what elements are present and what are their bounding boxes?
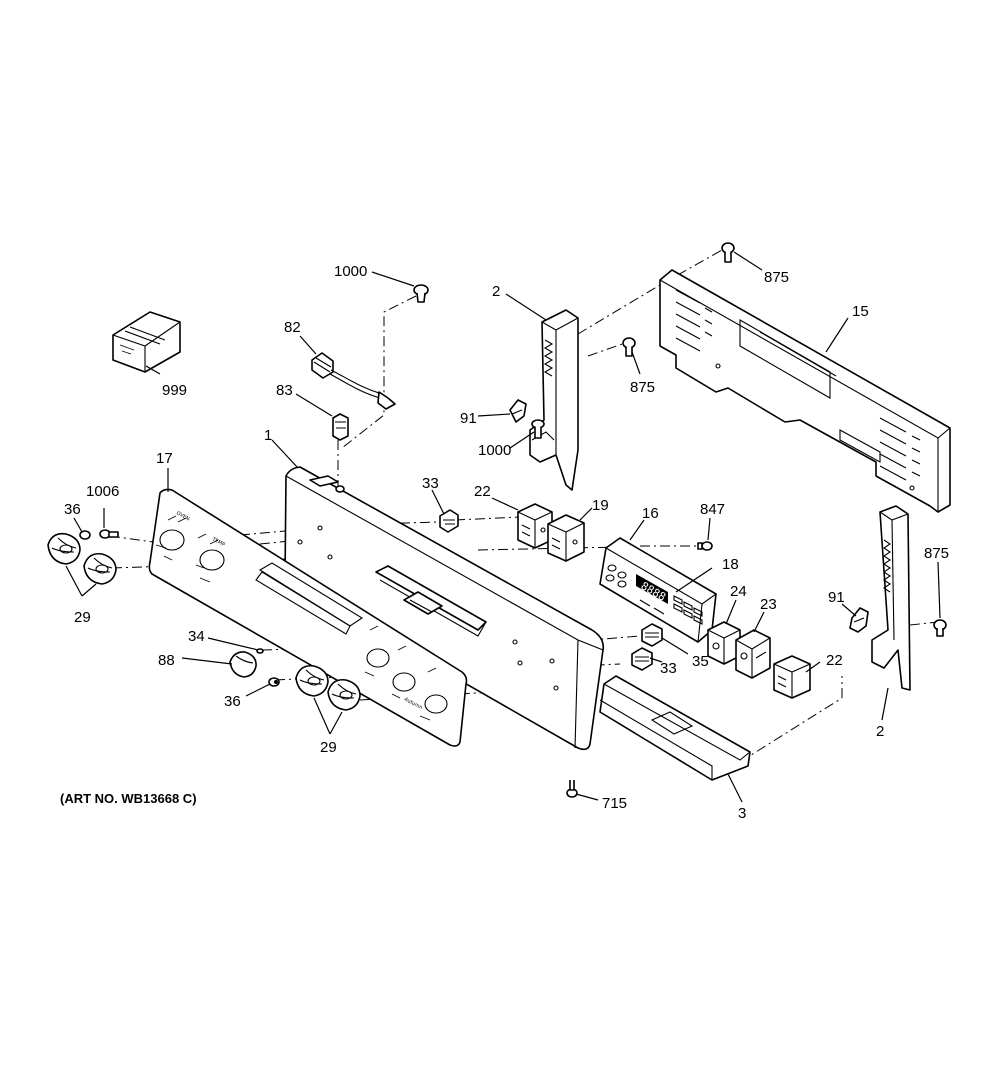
part-36-lower (268, 677, 280, 687)
callout-91-left: 91 (460, 410, 477, 427)
callout-35: 35 (692, 653, 709, 670)
back-plate-slots-left (675, 289, 713, 352)
callout-91-right: 91 (828, 589, 845, 606)
part-847-screw (697, 541, 713, 551)
part-33-switch-lower (631, 647, 653, 671)
part-33-switch-upper (439, 509, 459, 533)
callout-19: 19 (592, 497, 609, 514)
callout-999: 999 (162, 382, 187, 399)
callout-34: 34 (188, 628, 205, 645)
callout-29-upper: 29 (74, 609, 91, 626)
knob-29-lower-2 (327, 678, 361, 711)
art-number: (ART NO. WB13668 C) (60, 791, 197, 806)
part-83-clip (332, 413, 349, 441)
callout-1000-mid: 1000 (478, 442, 511, 459)
callout-24: 24 (730, 583, 747, 600)
part-875-screw-top (721, 242, 735, 263)
part-22-switch-upper (517, 503, 553, 549)
callout-2-left: 2 (492, 283, 500, 300)
part-35-switch (641, 623, 663, 647)
callout-875-mid: 875 (630, 379, 655, 396)
part-22-switch-lower (773, 655, 811, 699)
part-3-trim (599, 675, 751, 781)
part-875-screw-right (933, 619, 947, 637)
callout-83: 83 (276, 382, 293, 399)
control-keypad (605, 564, 703, 625)
part-91-clip-right (849, 607, 869, 633)
callout-17: 17 (156, 450, 173, 467)
part-23-switch (735, 629, 771, 679)
callout-22-upper: 22 (474, 483, 491, 500)
part-36-upper (79, 530, 91, 540)
callout-88: 88 (158, 652, 175, 669)
part-34-pin (256, 648, 264, 654)
callout-1006: 1006 (86, 483, 119, 500)
callout-36-lower: 36 (224, 693, 241, 710)
part-2-right-bracket (871, 505, 911, 691)
callout-847: 847 (700, 501, 725, 518)
part-1000-screw-mid (531, 419, 545, 439)
part-88-knob (229, 651, 257, 678)
part-875-screw-mid (622, 337, 636, 357)
knob-29-upper-1 (47, 532, 81, 565)
callout-29-lower: 29 (320, 739, 337, 756)
callout-875-top: 875 (764, 269, 789, 286)
back-plate-slots-right (879, 417, 921, 481)
callout-1000-top: 1000 (334, 263, 367, 280)
callout-1: 1 (264, 427, 272, 444)
callout-16: 16 (642, 505, 659, 522)
knobs-left-group (47, 529, 361, 711)
callout-2-right: 2 (876, 723, 884, 740)
callout-36-upper: 36 (64, 501, 81, 518)
callout-15: 15 (852, 303, 869, 320)
part-1000-screw-top (413, 284, 429, 303)
knob-29-upper-2 (83, 552, 117, 585)
part-82-wire-harness (311, 352, 396, 410)
part-16-electronic-control: 8888 (599, 537, 717, 643)
callout-33-lower: 33 (660, 660, 677, 677)
part-1006-screw (99, 529, 119, 539)
knob-dial-markings-left (159, 529, 448, 714)
callout-875-right: 875 (924, 545, 949, 562)
part-18-display (636, 574, 668, 604)
callout-18: 18 (722, 556, 739, 573)
knob-29-lower-1 (295, 664, 329, 697)
callout-23: 23 (760, 596, 777, 613)
part-17-control-panel: OVEN TEMP Autumn (148, 488, 468, 747)
callout-labels: 1000 82 83 999 1 2 91 1000 875 875 15 17… (64, 263, 949, 822)
callout-33-upper: 33 (422, 475, 439, 492)
part-715-screw (566, 780, 578, 798)
part-999-box (112, 311, 181, 373)
part-19-switch (547, 514, 585, 562)
part-15-back-plate (659, 269, 951, 513)
callout-715: 715 (602, 795, 627, 812)
part-1-backsplash (284, 466, 605, 751)
part-91-clip-left (509, 399, 527, 423)
part-2-left-bracket (529, 309, 579, 491)
callout-22-lower: 22 (826, 652, 843, 669)
leader-lines (65, 251, 941, 803)
callout-82: 82 (284, 319, 301, 336)
callout-3: 3 (738, 805, 746, 822)
